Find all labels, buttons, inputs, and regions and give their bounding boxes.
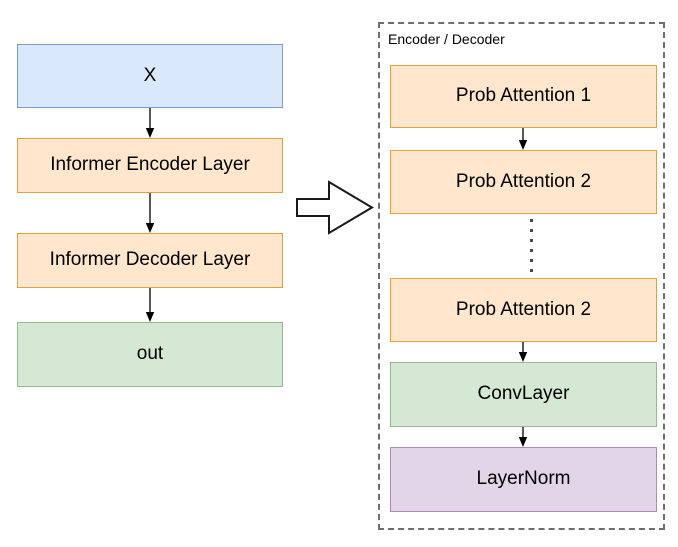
node-x-label: X: [143, 64, 157, 86]
node-out-label: out: [136, 343, 164, 365]
node-convlayer-label: ConvLayer: [477, 383, 570, 405]
node-convlayer: ConvLayer: [390, 362, 657, 427]
panel-title: Encoder / Decoder: [388, 31, 505, 47]
node-informer-encoder-layer: Informer Encoder Layer: [17, 138, 283, 193]
node-informer-decoder-layer: Informer Decoder Layer: [17, 233, 283, 288]
ellipsis-dot: [530, 259, 533, 262]
vertical-ellipsis: [530, 219, 533, 272]
down-arrow-connector: [518, 427, 528, 447]
ellipsis-dot: [530, 249, 533, 252]
node-out: out: [17, 322, 283, 387]
down-arrow-connector: [518, 128, 528, 150]
node-informer-decoder-layer-label: Informer Decoder Layer: [49, 249, 251, 271]
down-arrow-connector: [145, 108, 155, 138]
node-prob-attention-2: Prob Attention 2: [390, 150, 657, 214]
node-x: X: [17, 44, 283, 108]
encoder-decoder-panel: Encoder / Decoder Prob Attention 1 Prob …: [378, 22, 665, 530]
node-prob-attention-1-label: Prob Attention 1: [455, 85, 592, 107]
node-prob-attention-2-label: Prob Attention 2: [455, 170, 592, 192]
ellipsis-dot: [530, 239, 533, 242]
node-informer-encoder-layer-label: Informer Encoder Layer: [50, 154, 250, 176]
ellipsis-dot: [530, 269, 533, 272]
expand-right-arrow-icon: [296, 180, 374, 235]
ellipsis-dot: [530, 229, 533, 232]
down-arrow-connector: [518, 342, 528, 362]
node-prob-attention-1: Prob Attention 1: [390, 65, 657, 128]
node-prob-attention-2-repeat: Prob Attention 2: [390, 278, 657, 342]
down-arrow-connector: [145, 193, 155, 233]
node-layernorm-label: LayerNorm: [476, 468, 571, 490]
node-prob-attention-2-repeat-label: Prob Attention 2: [455, 298, 592, 320]
ellipsis-dot: [530, 219, 533, 222]
node-layernorm: LayerNorm: [390, 447, 657, 512]
down-arrow-connector: [145, 288, 155, 322]
